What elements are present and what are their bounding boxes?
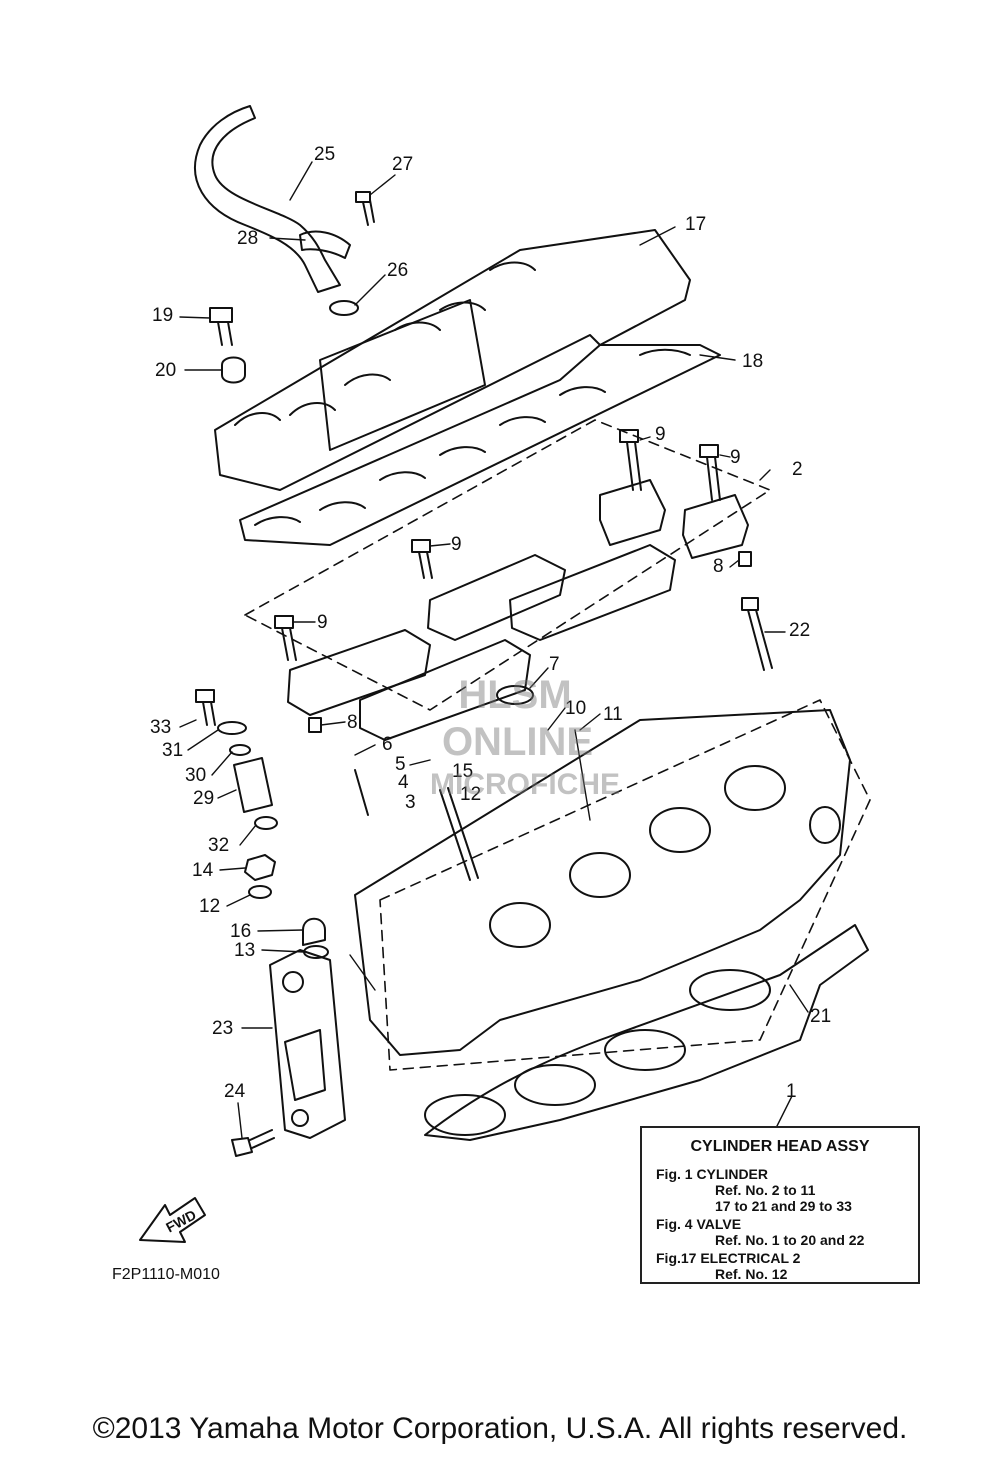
bolt-33 bbox=[195, 689, 216, 726]
callout-31: 31 bbox=[162, 740, 184, 761]
callout-3: 3 bbox=[405, 792, 416, 813]
callout-1: 1 bbox=[786, 1081, 797, 1102]
valve-spring-seat bbox=[496, 685, 534, 705]
dowel-pin bbox=[738, 551, 752, 567]
camshaft-cap bbox=[599, 479, 666, 546]
callout-19: 19 bbox=[152, 305, 174, 326]
callout-12: 12 bbox=[199, 896, 221, 917]
o-ring-26 bbox=[329, 300, 359, 316]
bolt-24 bbox=[231, 1129, 275, 1157]
washer-12 bbox=[248, 885, 272, 899]
cylinder-head-cover bbox=[214, 229, 691, 491]
callout-14: 14 bbox=[192, 860, 214, 881]
callout-4: 4 bbox=[398, 772, 409, 793]
sleeve-29 bbox=[233, 757, 273, 813]
copyright-notice: ©2013 Yamaha Motor Corporation, U.S.A. A… bbox=[92, 1412, 908, 1445]
cap-nut-16 bbox=[302, 917, 326, 946]
reference-line: 17 to 21 and 29 to 33 bbox=[715, 1198, 852, 1214]
callout-32: 32 bbox=[208, 835, 230, 856]
head-cover-gasket bbox=[239, 344, 721, 546]
hose-clamp bbox=[299, 230, 351, 259]
callout-18: 18 bbox=[742, 351, 764, 372]
callout-10: 10 bbox=[565, 698, 587, 719]
reference-line: Fig. 4 VALVE bbox=[656, 1216, 742, 1232]
fwd-arrow bbox=[139, 1197, 206, 1243]
cover-plate-23 bbox=[269, 949, 346, 1139]
bolt-9 bbox=[411, 539, 433, 579]
leader-lines bbox=[179, 161, 809, 1141]
o-ring-32 bbox=[254, 816, 278, 830]
callout-9: 9 bbox=[655, 424, 666, 445]
callout-12: 12 bbox=[460, 784, 482, 805]
cam-bore bbox=[489, 902, 551, 948]
callout-16: 16 bbox=[230, 921, 252, 942]
dowel-pin bbox=[308, 717, 322, 733]
reference-box-title: CYLINDER HEAD ASSY bbox=[690, 1138, 870, 1155]
watermark-line-2: ONLINE bbox=[441, 720, 594, 764]
camshaft-cap bbox=[359, 639, 531, 741]
camshaft-cap bbox=[509, 544, 676, 641]
callout-7: 7 bbox=[549, 654, 560, 675]
breather-hose bbox=[194, 105, 341, 293]
head-gasket-21 bbox=[424, 924, 869, 1141]
reference-line: Ref. No. 2 to 11 bbox=[715, 1182, 816, 1198]
callout-9: 9 bbox=[730, 447, 741, 468]
callout-25: 25 bbox=[314, 144, 336, 165]
cam-bore bbox=[649, 807, 711, 853]
bolt-27 bbox=[355, 191, 375, 226]
grommet-20 bbox=[221, 356, 246, 384]
reference-line: Ref. No. 12 bbox=[715, 1266, 788, 1282]
callout-29: 29 bbox=[193, 788, 215, 809]
camshaft-cap bbox=[427, 554, 566, 641]
callout-13: 13 bbox=[234, 940, 256, 961]
callout-24: 24 bbox=[224, 1081, 246, 1102]
watermark-line-1: HLSM bbox=[458, 673, 572, 717]
callout-21: 21 bbox=[810, 1006, 832, 1027]
dashed-group-outline bbox=[244, 419, 771, 711]
callout-9: 9 bbox=[317, 612, 328, 633]
cam-bore bbox=[569, 852, 631, 898]
callout-23: 23 bbox=[212, 1018, 234, 1039]
reference-line: Fig.17 ELECTRICAL 2 bbox=[656, 1250, 801, 1266]
callout-6: 6 bbox=[382, 734, 393, 755]
callout-33: 33 bbox=[150, 717, 172, 738]
bolt-9 bbox=[699, 444, 721, 501]
callout-26: 26 bbox=[387, 260, 409, 281]
callout-2: 2 bbox=[792, 459, 803, 480]
callout-17: 17 bbox=[685, 214, 707, 235]
camshaft-cap bbox=[287, 629, 431, 716]
bolt-22 bbox=[741, 597, 773, 671]
callout-27: 27 bbox=[392, 154, 414, 175]
valve-stem bbox=[439, 789, 471, 881]
cam-bore bbox=[724, 765, 786, 811]
reference-box: CYLINDER HEAD ASSY Fig. 1 CYLINDER Ref. … bbox=[640, 1126, 920, 1284]
callout-15: 15 bbox=[452, 761, 474, 782]
washer-30 bbox=[229, 744, 251, 756]
bolt-19 bbox=[209, 307, 233, 346]
diagram-code: F2P1110-M010 bbox=[112, 1266, 220, 1283]
callout-20: 20 bbox=[155, 360, 177, 381]
callout-8: 8 bbox=[347, 712, 358, 733]
callout-22: 22 bbox=[789, 620, 811, 641]
callout-8: 8 bbox=[713, 556, 724, 577]
callout-9: 9 bbox=[451, 534, 462, 555]
callout-30: 30 bbox=[185, 765, 207, 786]
spark-plug-boss bbox=[809, 806, 841, 844]
watermark-line-3: MICROFICHE bbox=[430, 768, 620, 801]
callout-5: 5 bbox=[395, 754, 406, 775]
nut-14 bbox=[244, 854, 276, 881]
reference-line: Fig. 1 CYLINDER bbox=[656, 1166, 769, 1182]
reference-line: Ref. No. 1 to 20 and 22 bbox=[715, 1232, 865, 1248]
callout-11: 11 bbox=[603, 704, 623, 725]
cylinder-head bbox=[354, 709, 851, 1056]
callout-28: 28 bbox=[237, 228, 259, 249]
valve-guide bbox=[354, 769, 369, 816]
washer-31 bbox=[217, 721, 247, 735]
camshaft-cap bbox=[682, 494, 749, 559]
bolt-9 bbox=[619, 429, 642, 491]
